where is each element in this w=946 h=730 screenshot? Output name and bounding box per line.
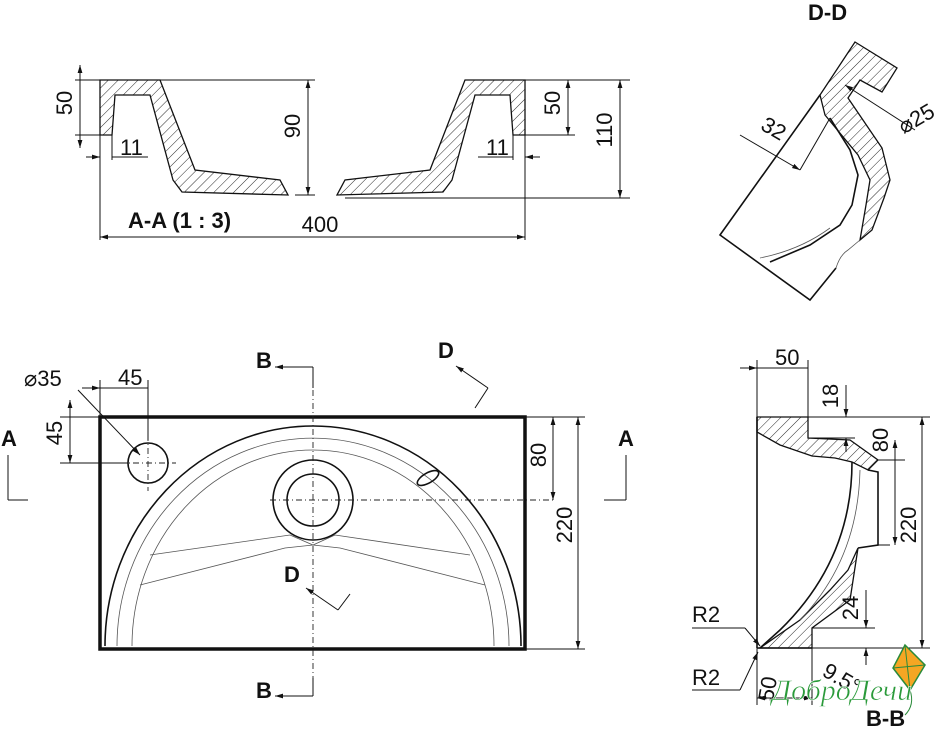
dim-bb-radius-top: R2: [692, 602, 720, 627]
section-marker-d-top: D: [438, 338, 454, 363]
dim-drain-y: 80: [526, 443, 551, 467]
watermark-text: ДоброДечи: [769, 674, 912, 707]
section-marker-d-mid: D: [284, 562, 300, 587]
dim-dd-diameter: ⌀25: [894, 98, 939, 139]
dim-aa-total-height: 110: [592, 112, 617, 147]
dim-aa-left-wall: 11: [120, 135, 143, 160]
section-marker-a-left: A: [1, 426, 17, 451]
dim-bb-drain: 80: [868, 428, 893, 452]
section-bb-profile: [756, 416, 880, 471]
section-marker-a-right: A: [618, 426, 634, 451]
dim-aa-left-height: 50: [52, 91, 77, 115]
dim-aa-width: 400: [302, 212, 339, 237]
dim-aa-right-height: 50: [540, 91, 565, 115]
section-aa-title: A-A (1 : 3): [128, 208, 231, 233]
dim-bb-rim: 18: [818, 384, 843, 408]
dim-hole-y: 45: [42, 421, 67, 445]
plan-view: ⌀35 45 45 80 220 A A B B D D: [1, 338, 634, 703]
dim-bb-top-width: 50: [775, 345, 799, 370]
watermark-logo: ДоброДечи: [769, 643, 926, 716]
section-marker-b-top: B: [256, 348, 272, 373]
overflow-slot: [416, 469, 440, 487]
section-marker-b-bottom: B: [256, 678, 272, 703]
section-aa-right-profile: [335, 79, 526, 196]
section-dd-title: D-D: [808, 0, 847, 25]
section-bb-title: B-B: [866, 706, 905, 730]
dim-bb-radius-bottom: R2: [692, 665, 720, 690]
dim-aa-right-wall: 11: [486, 135, 509, 160]
dim-bb-depth: 220: [896, 507, 921, 544]
section-aa: 50 11 90 11 50 110 400 A-A (1 : 3): [52, 65, 630, 240]
dim-hole-diameter: ⌀35: [24, 366, 62, 391]
dim-aa-inner-height: 90: [280, 114, 305, 138]
basin-outline: [98, 415, 527, 651]
dim-bb-bottom-offset: 50: [753, 674, 782, 702]
dim-dd-depth: 32: [757, 112, 791, 146]
dim-plan-depth: 220: [552, 507, 577, 544]
section-dd: D-D 32 ⌀25: [718, 0, 939, 302]
dim-bb-bottom: 24: [838, 596, 863, 620]
section-aa-left-profile: [99, 79, 290, 196]
dim-hole-x: 45: [118, 365, 142, 390]
section-bb: 50 18 80 220 24 R2 R2 50 9.5° B-B: [692, 345, 930, 730]
section-dd-profile: [819, 41, 898, 242]
